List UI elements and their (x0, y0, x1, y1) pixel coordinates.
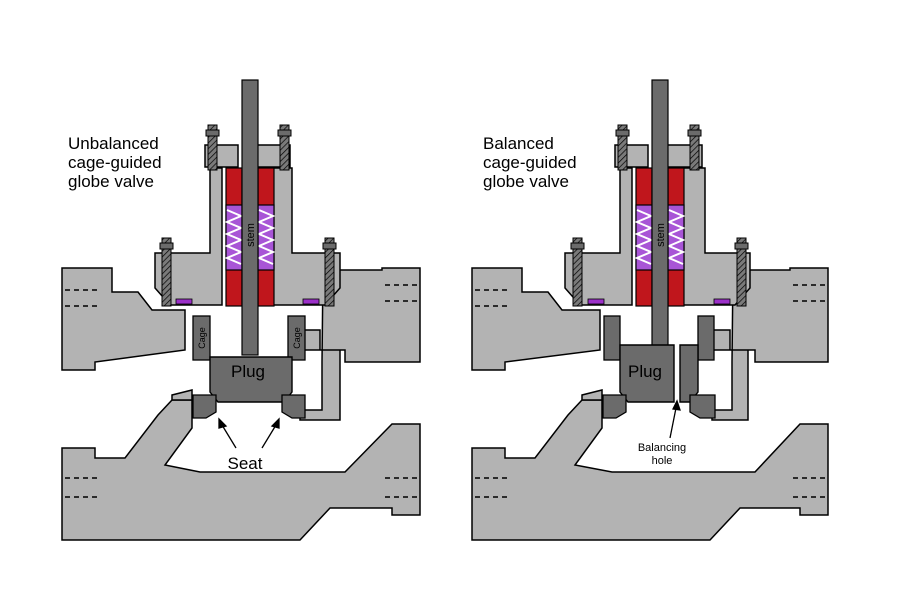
seat-ring (602, 394, 716, 419)
seat-arrows (218, 417, 280, 449)
left-title: Unbalanced cage-guided globe valve (68, 134, 162, 191)
valve-body (61, 267, 421, 541)
unbalanced-valve: stem Cage Cage Plug (61, 79, 421, 541)
balancing-hole-line-2: hole (652, 455, 673, 467)
seat-label: Seat (228, 454, 263, 473)
gaskets (175, 298, 320, 305)
right-title-line-2: cage-guided (483, 153, 577, 172)
packing (634, 167, 686, 307)
right-title-line-1: Balanced (483, 134, 554, 153)
stem-label: stem (655, 223, 667, 247)
left-title-line-1: Unbalanced (68, 134, 159, 153)
gaskets (587, 298, 731, 305)
valve-body (471, 267, 829, 541)
bonnet-bolts (570, 124, 749, 307)
plug-label: Plug (231, 362, 265, 381)
cage (603, 315, 715, 361)
plug-label: Plug (628, 362, 662, 381)
cage-label-right: Cage (292, 327, 302, 349)
cage-label-left: Cage (197, 327, 207, 349)
cage (192, 315, 306, 361)
left-title-line-2: cage-guided (68, 153, 162, 172)
plug (619, 344, 699, 403)
right-title-line-3: globe valve (483, 172, 569, 191)
stem (241, 79, 259, 356)
flange-dashes (475, 284, 826, 498)
right-title: Balanced cage-guided globe valve (483, 134, 577, 191)
balanced-valve: stem Plug Balancing hol (471, 79, 829, 541)
seat-ring (192, 394, 306, 419)
left-title-line-3: globe valve (68, 172, 154, 191)
stem (651, 79, 669, 356)
bonnet-bolts (159, 124, 337, 307)
balancing-hole-label: Balancing hole (638, 442, 686, 467)
balancing-hole-arrow (669, 399, 681, 439)
stem-label: stem (245, 223, 257, 247)
balancing-hole-line-1: Balancing (638, 442, 686, 454)
packing (224, 167, 276, 307)
flange-dashes (65, 284, 418, 498)
